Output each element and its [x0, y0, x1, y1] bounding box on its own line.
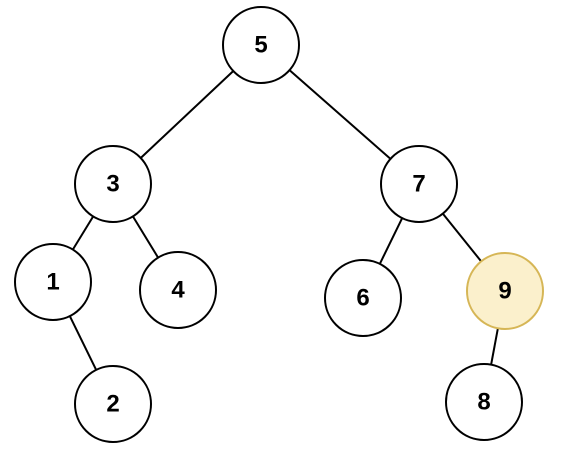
tree-node-4: 4 [139, 251, 217, 329]
tree-node-9: 9 [466, 252, 544, 330]
edge-n1-n2 [68, 315, 98, 371]
node-circle [139, 251, 217, 329]
node-label: 5 [254, 32, 267, 59]
nodes-layer: 5 3 7 1 4 6 9 2 8 [14, 6, 544, 443]
node-label: 2 [106, 391, 119, 418]
node-circle [14, 243, 92, 321]
edge-n3-n4 [132, 215, 159, 259]
tree-node-2: 2 [74, 365, 152, 443]
node-label: 8 [477, 389, 490, 416]
node-circle [74, 365, 152, 443]
node-circle [222, 6, 300, 84]
edge-n5-n3 [140, 70, 234, 159]
node-circle [74, 145, 152, 223]
tree-node-8: 8 [445, 363, 523, 441]
tree-node-5: 5 [222, 6, 300, 84]
tree-node-6: 6 [324, 259, 402, 337]
node-label: 4 [171, 277, 185, 304]
edge-n5-n7 [288, 69, 392, 160]
edge-n9-n8 [490, 328, 499, 365]
edge-n3-n1 [71, 215, 95, 251]
tree-node-1: 1 [14, 243, 92, 321]
node-circle [445, 363, 523, 441]
tree-node-7: 7 [380, 145, 458, 223]
tree-node-3: 3 [74, 145, 152, 223]
node-label: 7 [412, 171, 425, 198]
node-circle [324, 259, 402, 337]
edges-layer [68, 69, 499, 371]
node-label: 9 [498, 278, 511, 305]
node-label: 3 [106, 171, 119, 198]
edge-n7-n9 [442, 212, 482, 263]
node-label: 6 [356, 285, 369, 312]
node-circle [380, 145, 458, 223]
node-label: 1 [46, 269, 59, 296]
node-circle [466, 252, 544, 330]
edge-n7-n6 [378, 217, 404, 265]
